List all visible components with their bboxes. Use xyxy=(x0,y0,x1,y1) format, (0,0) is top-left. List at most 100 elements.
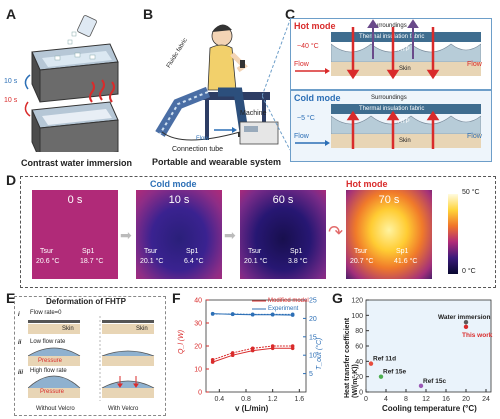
ir-time: 60 s xyxy=(272,194,294,206)
x-tick-label: 16 xyxy=(442,396,450,403)
cold-temp: ~5 °C xyxy=(297,115,315,122)
y-tick-label: 120 xyxy=(351,298,363,305)
panel-label-e: E xyxy=(6,290,16,306)
y-tick-label: 0 xyxy=(198,390,202,397)
y-tick-label: 20 xyxy=(355,374,363,381)
cold-skin-label: Skin xyxy=(399,138,411,144)
hot-skin-label: Skin xyxy=(399,66,411,72)
y-tick-label: 20 xyxy=(194,344,202,351)
scatter-point xyxy=(378,374,384,379)
data-point xyxy=(250,348,255,353)
g-ylabel: Heat transfer coefficient (W/(m²·K)) xyxy=(344,317,359,398)
curved-arrow-icon: ↷ xyxy=(328,222,344,242)
hot-mode-label: Hot mode xyxy=(346,179,388,189)
cold-mode-box: Cold mode Surroundings Thermal insulatio… xyxy=(290,90,492,162)
x-tick-label: 1.2 xyxy=(268,396,278,403)
scatter-point xyxy=(418,383,424,389)
machine-icon xyxy=(239,121,279,145)
data-point xyxy=(290,346,295,351)
panel-label-f: F xyxy=(172,290,181,306)
fhtp-deformation-diagrams xyxy=(28,316,155,401)
y2-tick-label: 20 xyxy=(309,316,317,323)
point-label: This work xyxy=(462,332,493,339)
y-tick-label: 10 xyxy=(194,367,202,374)
panel-e-frame xyxy=(14,296,166,416)
ir-tsur: Tsur xyxy=(144,248,158,255)
ir-sp-val: 6.4 °C xyxy=(184,258,204,265)
y2-tick-label: 10 xyxy=(309,353,317,360)
colorbar-max: 50 °C xyxy=(462,189,480,196)
ir-sp-val: 41.6 °C xyxy=(394,258,418,265)
y2-tick-label: 15 xyxy=(309,334,317,341)
arrow-right-icon: ➡ xyxy=(120,227,132,243)
point-label: Ref 15e xyxy=(383,369,407,376)
y-tick-label: 30 xyxy=(194,321,202,328)
ir-tsur: Tsur xyxy=(354,248,368,255)
hot-skin-layer: Skin xyxy=(331,62,481,76)
x-tick-label: 4 xyxy=(384,396,388,403)
scatter-point xyxy=(463,320,469,325)
cold-insulation-fabric: Thermal insulation fabric xyxy=(331,104,481,114)
right-caption: With Velcro xyxy=(108,406,139,412)
ir-frame-0: 0 s Tsur 20.6 °C Sp1 18.7 °C xyxy=(32,190,118,279)
hot-insulation-fabric: Thermal insulation fabric xyxy=(331,32,481,42)
ir-colorbar xyxy=(448,194,458,274)
contrast-water-illustration xyxy=(24,15,119,152)
x-tick-label: 0.8 xyxy=(241,396,251,403)
skin-label: Skin xyxy=(136,326,148,332)
ir-time: 70 s xyxy=(378,194,400,206)
flow-arrow-icon xyxy=(232,127,237,133)
ir-frame-2: 60 s Tsur 20.1 °C Sp1 3.8 °C xyxy=(240,190,326,279)
panel-a-caption: Contrast water immersion xyxy=(21,158,133,168)
legend-model: Modified model xyxy=(268,298,309,304)
point-label: Ref 15c xyxy=(423,378,447,385)
ir-tsur-val: 20.1 °C xyxy=(244,258,268,265)
tub-bottom-icon xyxy=(31,79,119,152)
f-ylabel-right: T_out (°C) xyxy=(316,337,323,370)
ir-tsur: Tsur xyxy=(248,248,262,255)
cold-mode-title: Cold mode xyxy=(294,93,341,103)
f-ylabel-left: Q_l (W) xyxy=(178,329,185,354)
arrow-right-icon: ➡ xyxy=(224,227,236,243)
panel-label-b: B xyxy=(143,6,154,22)
hot-fhtp-label: FHTP xyxy=(394,47,410,53)
ir-frame-1: 10 s Tsur 20.1 °C Sp1 6.4 °C xyxy=(136,190,222,279)
hot-flow-right: Flow xyxy=(467,61,482,68)
tub-top-icon xyxy=(31,15,119,103)
ir-sp: Sp1 xyxy=(290,248,303,255)
plot-frame xyxy=(365,299,492,393)
ir-sp-val: 3.8 °C xyxy=(288,258,308,265)
data-point xyxy=(290,313,295,317)
row-num: i xyxy=(18,312,20,318)
data-point xyxy=(250,312,255,317)
scatter-point xyxy=(368,361,374,366)
ir-time: 0 s xyxy=(67,194,83,206)
ir-sp: Sp1 xyxy=(396,248,409,255)
row-label: Flow rate=0 xyxy=(30,310,62,316)
connection-tube-label: Connection tube xyxy=(172,146,223,153)
ir-time: 10 s xyxy=(168,194,190,206)
panel-label-c: C xyxy=(285,6,296,22)
connection-tube-icon xyxy=(161,131,241,141)
hot-flow-left: Flow xyxy=(294,61,309,68)
panel-label-g: G xyxy=(332,290,343,306)
panel-label-a: A xyxy=(6,6,17,22)
y-tick-label: 60 xyxy=(355,344,363,351)
y-tick-label: 40 xyxy=(194,298,202,305)
f-xlabel: v (L/min) xyxy=(235,404,269,413)
y2-tick-label: 5 xyxy=(309,371,313,378)
ir-tsur: Tsur xyxy=(40,248,54,255)
time-label-bottom: 10 s xyxy=(4,97,18,104)
panel-e-title: Deformation of FHTP xyxy=(46,297,126,306)
x-tick-label: 0.4 xyxy=(214,396,224,403)
x-tick-label: 24 xyxy=(482,396,490,403)
ir-tsur-val: 20.7 °C xyxy=(350,258,374,265)
panel-b-caption: Portable and wearable system xyxy=(152,157,282,167)
flow-label: Flow xyxy=(196,136,209,142)
x-tick-label: 0 xyxy=(364,396,368,403)
g-xlabel: Cooling temperature (°C) xyxy=(382,404,477,413)
cold-heat-arrows xyxy=(295,110,440,149)
ir-sp: Sp1 xyxy=(82,248,95,255)
